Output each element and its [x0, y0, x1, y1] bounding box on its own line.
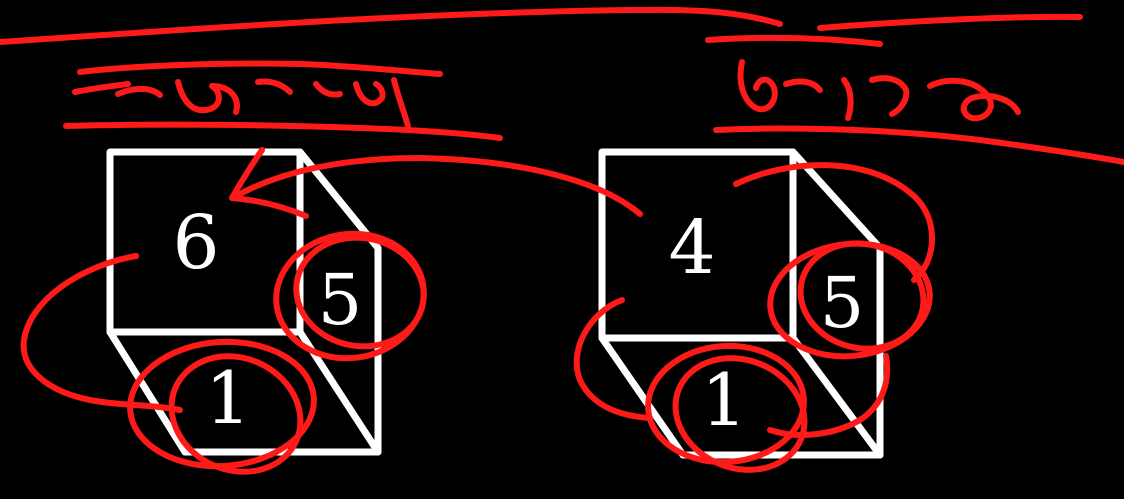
cube-left-side-number: 5 [318, 259, 363, 341]
cube-right: 4 5 1 [598, 148, 884, 459]
cube-left-bottom-number: 1 [205, 356, 251, 440]
cube-right-side-number: 5 [820, 262, 865, 344]
circle-left-side-b [293, 234, 427, 350]
cube-right-bottom-number: 1 [701, 358, 747, 442]
circle-left-bottom-a [127, 338, 317, 470]
cube-right-front-number: 4 [668, 205, 715, 291]
ink-annotations [0, 6, 1124, 475]
arrow-head [229, 147, 309, 219]
cube-right-inner-edges [598, 148, 884, 459]
circle-right-side-b [797, 240, 927, 352]
cube-left-front-number: 6 [172, 200, 219, 286]
handwriting-right [705, 34, 1124, 165]
ink-left-loop [20, 253, 183, 413]
handwriting-left [63, 60, 503, 141]
ink-top-line-right [817, 13, 1083, 31]
ink-top-line [0, 6, 783, 45]
circle-right-bottom-b [672, 355, 808, 473]
circle-left-bottom-b [168, 353, 304, 475]
ink-right-loop [573, 297, 653, 421]
ink-right-tail [767, 353, 891, 438]
arrow-curve [233, 155, 643, 217]
ink-right-side-loop [733, 162, 935, 283]
circle-right-bottom-a [645, 342, 807, 466]
